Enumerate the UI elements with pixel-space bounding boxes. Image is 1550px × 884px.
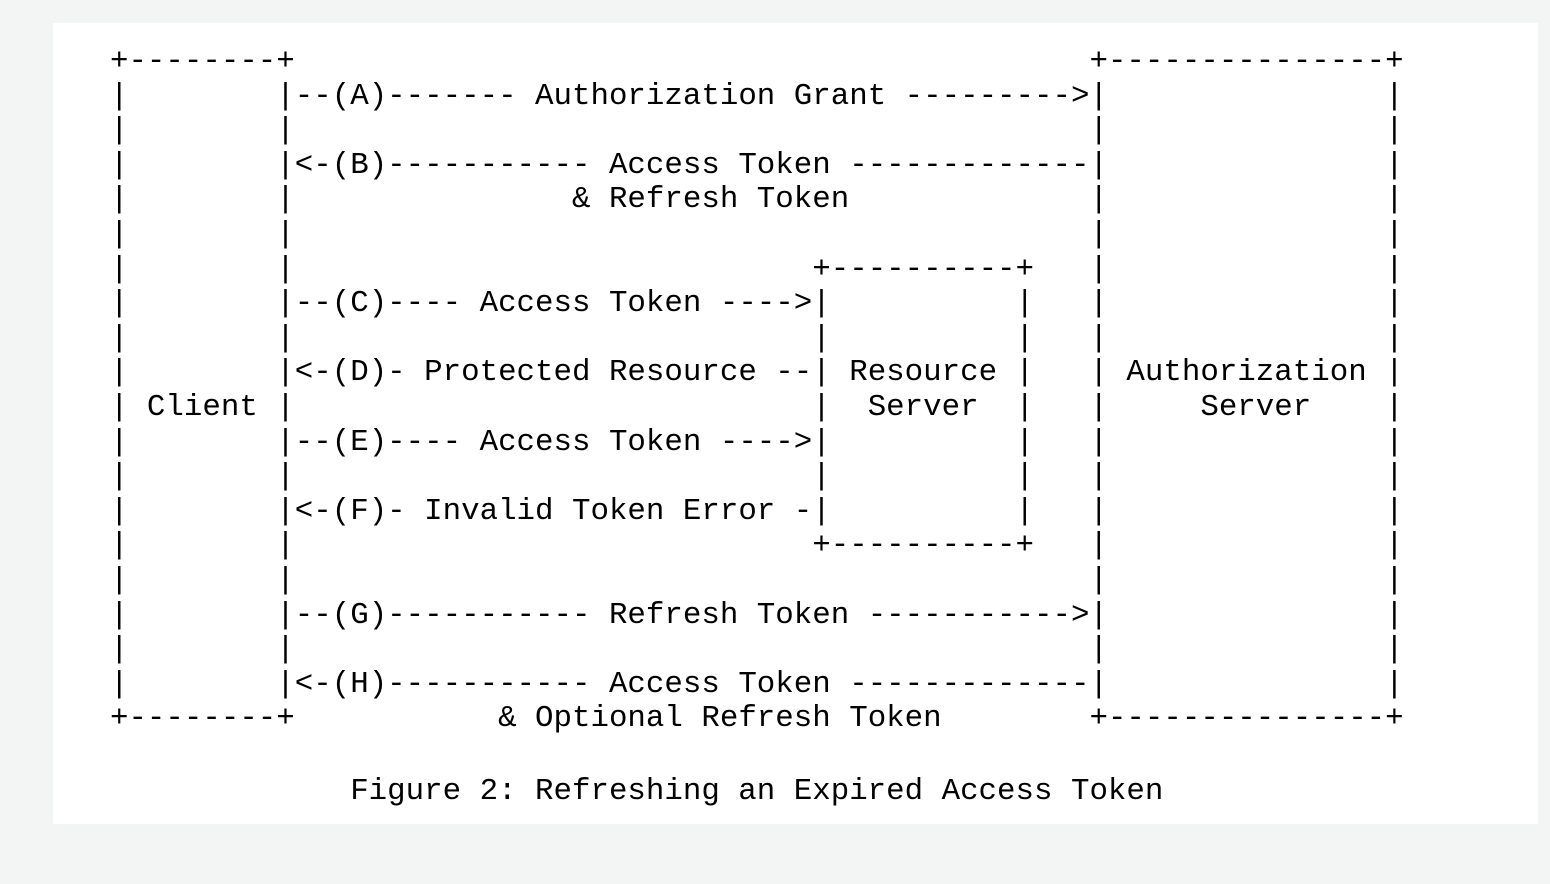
- figure-code-block: +--------+ +---------------+ | |--(A)---…: [53, 23, 1538, 824]
- ascii-sequence-diagram: +--------+ +---------------+ | |--(A)---…: [109, 44, 1404, 737]
- figure-caption: Figure 2: Refreshing an Expired Access T…: [350, 773, 1164, 809]
